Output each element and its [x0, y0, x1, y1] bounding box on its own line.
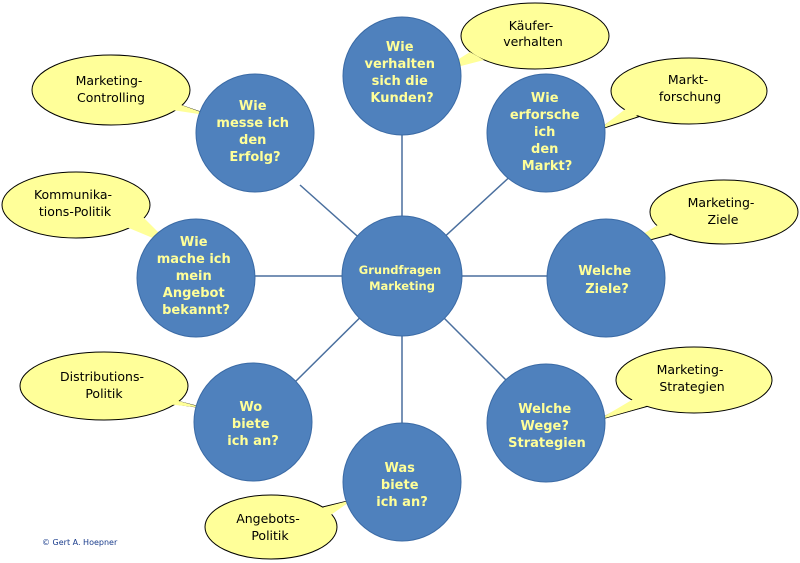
- callout-strategien-text: Marketing- Strategien: [657, 362, 728, 394]
- callout-markt-text: Markt- forschung: [659, 72, 721, 104]
- question-kunden-text: Wie verhalten sich die Kunden?: [364, 40, 439, 106]
- callout-bekannt: Kommunika- tions-Politik: [1, 171, 173, 247]
- callout-angebot-text: Angebots- Politik: [236, 511, 304, 543]
- question-strategien-text: Welche Wege? Strategien: [508, 402, 586, 451]
- question-erfolg-text: Wie messe ich den Erfolg?: [216, 99, 293, 165]
- question-bekannt-text: Wie mache ich mein Angebot bekannt?: [157, 235, 236, 318]
- circle-erfolg: [195, 73, 315, 193]
- question-angebot-text: Was biete ich an?: [376, 461, 428, 510]
- callout-erfolg-text: Marketing- Controlling: [76, 73, 147, 105]
- question-circles: [136, 16, 666, 542]
- question-ziele-text: Welche Ziele?: [578, 264, 635, 297]
- center-circle: [341, 215, 463, 337]
- question-distribution-text: Wo biete ich an?: [227, 400, 279, 449]
- callout-kunden-text: Käufer- verhalten: [503, 18, 563, 49]
- circle-angebot: [342, 422, 462, 542]
- callout-distribution: Distributions- Politik: [19, 351, 205, 421]
- circle-markt: [486, 73, 606, 193]
- copyright-note: © Gert A. Hoepner: [42, 538, 118, 547]
- center-text: Grundfragen Marketing: [359, 263, 445, 293]
- circle-ziele: [546, 218, 666, 338]
- circle-kunden: [342, 16, 462, 136]
- callout-ziele-text: Marketing- Ziele: [688, 195, 759, 227]
- callout-angebot: Angebots- Politik: [204, 494, 353, 560]
- callout-markt: Markt- forschung: [597, 57, 768, 131]
- callout-strategien: Marketing- Strategien: [597, 346, 773, 421]
- question-markt-text: Wie erforsche ich den Markt?: [510, 91, 584, 174]
- callout-bekannt-text: Kommunika- tions-Politik: [34, 187, 116, 219]
- callout-erfolg: Marketing- Controlling: [31, 54, 213, 126]
- callout-distribution-text: Distributions- Politik: [60, 369, 148, 401]
- circle-strategien: [486, 363, 606, 483]
- callout-kunden: Käufer- verhalten: [437, 2, 610, 73]
- question-texts: Grundfragen Marketing Wie verhalten sich…: [157, 40, 635, 510]
- circle-bekannt: [136, 218, 256, 338]
- circle-distribution: [193, 362, 313, 482]
